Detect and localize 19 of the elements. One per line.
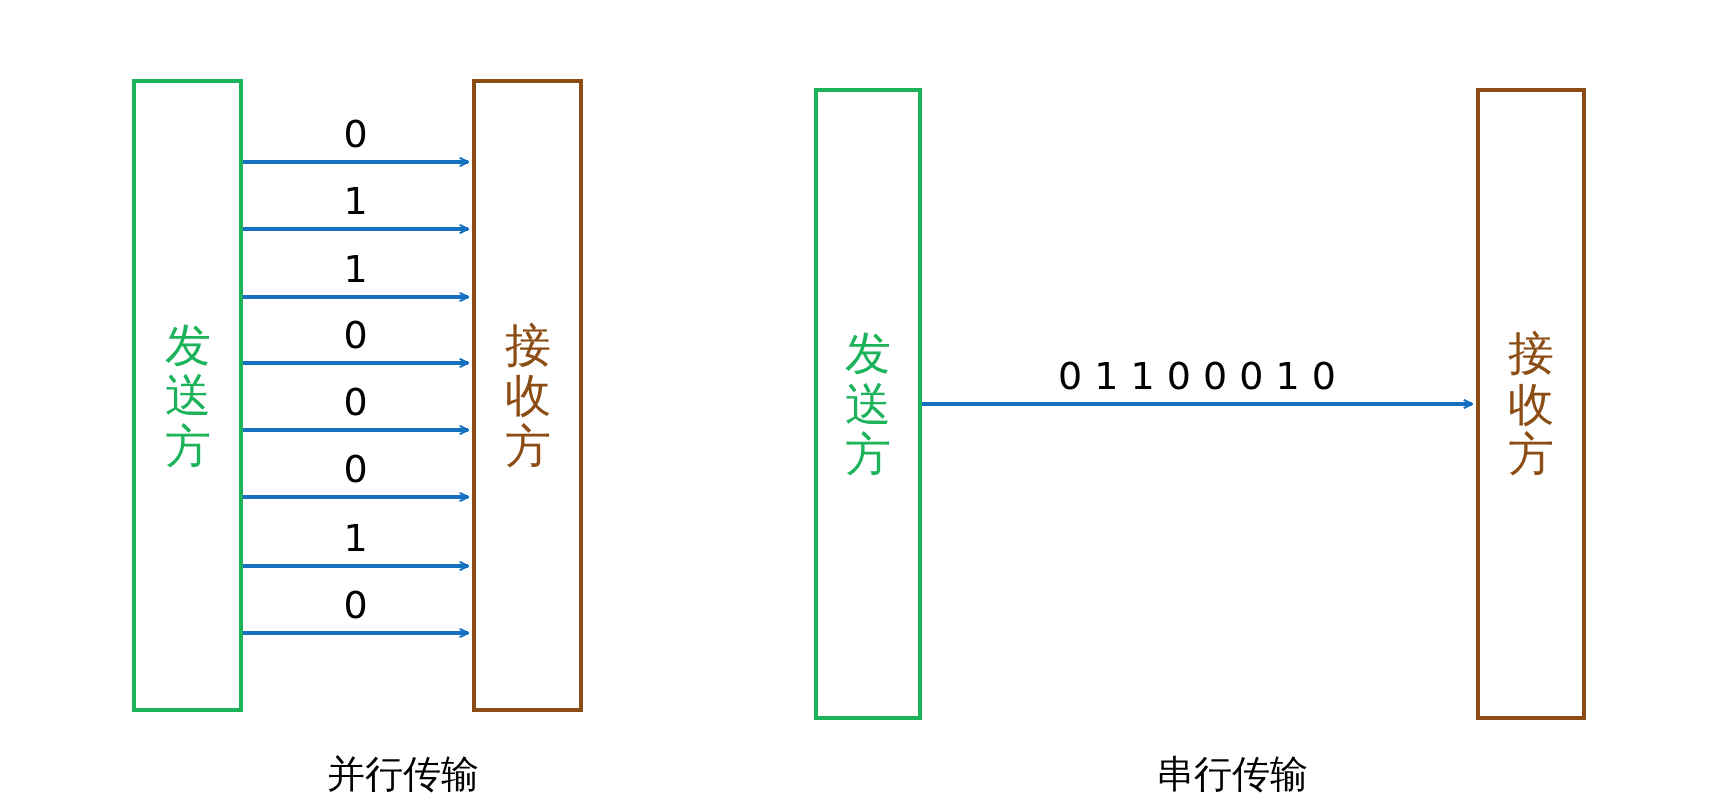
arrow: [243, 156, 470, 168]
arrow: [243, 291, 470, 303]
sender-box: [132, 79, 243, 712]
node-label: 接收方: [1508, 328, 1554, 480]
arrow: [243, 491, 470, 503]
arrow: [243, 424, 470, 436]
receiver-box: [1476, 88, 1586, 720]
caption: 串行传输: [1156, 751, 1308, 798]
node-label: 接收方: [504, 319, 551, 472]
arrow: [243, 560, 470, 572]
receiver-box: [472, 79, 583, 712]
arrow: [243, 627, 470, 639]
sender-box: [814, 88, 922, 720]
caption: 并行传输: [327, 751, 479, 798]
node-label: 发送方: [164, 319, 211, 472]
arrow: [243, 357, 470, 369]
node-label: 发送方: [845, 328, 891, 480]
arrow: [922, 398, 1474, 410]
arrow: [243, 223, 470, 235]
